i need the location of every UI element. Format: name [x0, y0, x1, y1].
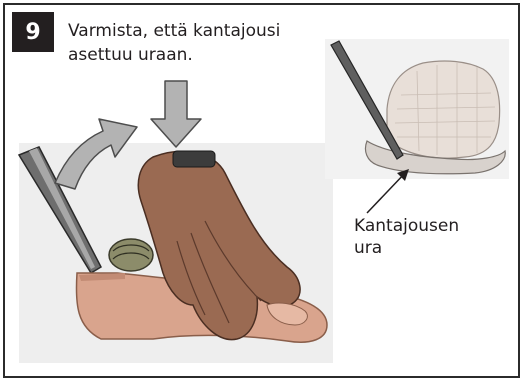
instruction-line-1: Varmista, että kantajousi [68, 19, 328, 43]
wristwatch [173, 151, 215, 167]
heel-spring [109, 239, 153, 271]
step-instruction: Varmista, että kantajousi asettuu uraan. [68, 19, 328, 67]
knit-sock [387, 61, 500, 158]
groove-callout-label: Kantajousen ura [354, 215, 459, 259]
step-number-badge: 9 [12, 12, 54, 52]
inset-photo [325, 39, 509, 213]
callout-line-2: ura [354, 237, 459, 259]
callout-line-1: Kantajousen [354, 215, 459, 237]
instruction-panel: 9 Varmista, että kantajousi asettuu uraa… [3, 3, 520, 378]
instruction-line-2: asettuu uraan. [68, 43, 328, 67]
down-arrow-icon [151, 81, 201, 147]
